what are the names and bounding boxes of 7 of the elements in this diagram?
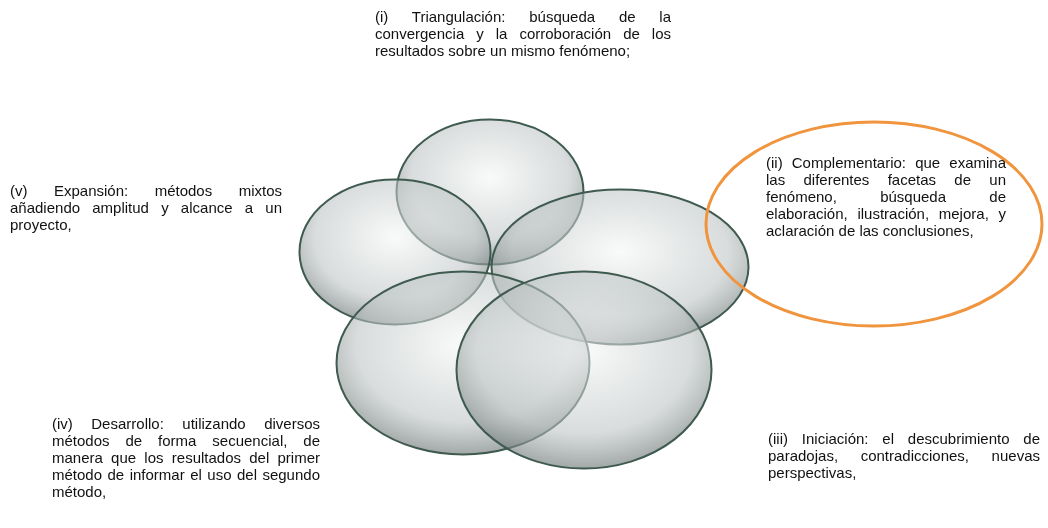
venn-circle: [455, 270, 713, 470]
description-text: (iii) Iniciación: el descubrimiento de paradojas, contradicciones, nuevas perspectivas,: [768, 430, 1040, 481]
description-text: (ii) Complementario: que examina las diferentes facetas de un fenómeno, búsqueda de elaboración, ilustración, mejora, y aclaración de las conclusiones,: [766, 154, 1006, 239]
description-text: (i) Triangulación: búsqueda de la convergencia y la corroboración de los resultados sobre un mismo fenómeno;: [375, 8, 671, 59]
description-text: (iv) Desarrollo: utilizando diversos métodos de forma secuencial, de manera que los resultados del primer método de informar el uso del segundo método,: [52, 415, 320, 500]
highlight-oval: [704, 120, 1044, 328]
description-text: (v) Expansión: métodos mixtos añadiendo amplitud y alcance a un proyecto,: [10, 182, 282, 233]
